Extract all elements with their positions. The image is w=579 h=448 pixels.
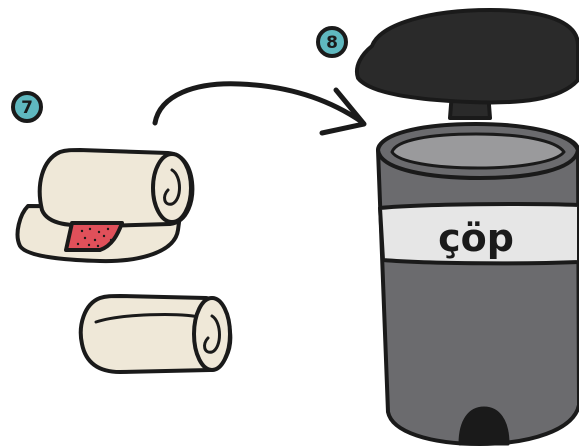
step-8-badge: 8 <box>318 28 346 56</box>
rolled-pad-open-with-blood-icon <box>18 150 193 261</box>
rolled-pad-closed-icon <box>81 296 231 372</box>
bin-label: çöp <box>438 216 514 260</box>
step-7-number: 7 <box>21 98 33 118</box>
step-7-badge: 7 <box>13 93 41 121</box>
trash-bin-icon: çöp <box>357 10 579 444</box>
step-8-number: 8 <box>326 33 338 53</box>
curved-arrow-icon <box>155 84 364 133</box>
